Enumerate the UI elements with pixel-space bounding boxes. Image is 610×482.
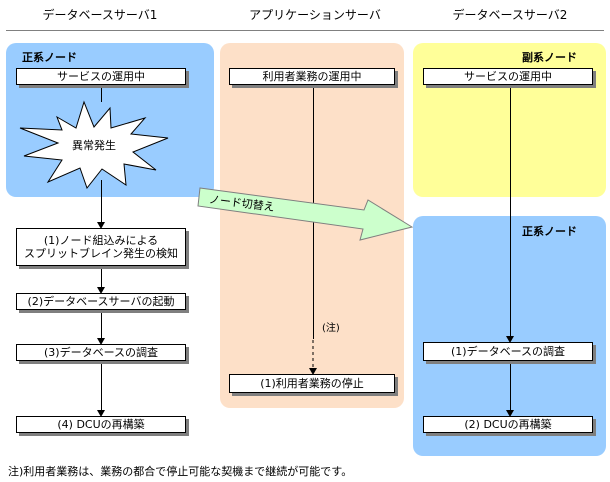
user-business-running-box: 利用者業務の運用中 bbox=[229, 68, 395, 85]
secondary-node-label: 副系ノード bbox=[522, 51, 577, 64]
split-brain-detect-box: (1)ノード組込みによる スプリットブレイン発生の検知 bbox=[16, 228, 186, 266]
arrowhead-to-investigate-2 bbox=[506, 336, 514, 343]
db-server-start-box: (2)データベースサーバの起動 bbox=[16, 293, 186, 310]
service-running-box-1: サービスの運用中 bbox=[16, 68, 186, 85]
column-header-db-server-1: データベースサーバ1 bbox=[42, 8, 158, 22]
primary-node-label-1: 正系ノード bbox=[22, 51, 77, 64]
header-divider bbox=[6, 30, 604, 31]
note-marker: (注) bbox=[322, 323, 340, 334]
connector-investigate2-to-rebuild2 bbox=[510, 361, 511, 413]
arrowhead-to-rebuild bbox=[97, 410, 105, 417]
node-switch-arrow bbox=[197, 187, 414, 241]
split-brain-detect-line2: スプリットブレイン発生の検知 bbox=[24, 247, 178, 260]
connector-detect-to-start bbox=[101, 266, 102, 290]
arrowhead-to-business-stop bbox=[309, 368, 317, 375]
connector-service-to-burst bbox=[101, 84, 102, 102]
connector-burst-to-detect bbox=[101, 180, 102, 225]
split-brain-detect-line1: (1)ノード組込みによる bbox=[43, 234, 159, 247]
connector-investigate-to-rebuild bbox=[101, 361, 102, 413]
column-header-app-server: アプリケーションサーバ bbox=[249, 8, 381, 22]
column-header-db-server-2: データベースサーバ2 bbox=[452, 8, 568, 22]
primary-node-label-2: 正系ノード bbox=[522, 225, 577, 238]
connector-start-to-investigate bbox=[101, 309, 102, 341]
arrowhead-to-detect bbox=[97, 222, 105, 229]
footer-note: 注)利用者業務は、業務の都合で停止可能な契機まで継続が可能です。 bbox=[8, 465, 353, 478]
service-running-box-2: サービスの運用中 bbox=[423, 68, 593, 85]
connector-service2-to-investigate bbox=[510, 84, 511, 339]
db-investigate-box-2: (1)データベースの調査 bbox=[423, 342, 593, 361]
anomaly-burst-shape bbox=[19, 100, 169, 190]
dcu-rebuild-box-2: (2) DCUの再構築 bbox=[423, 416, 593, 433]
arrowhead-to-investigate bbox=[97, 338, 105, 345]
anomaly-label: 異常発生 bbox=[72, 139, 116, 152]
arrowhead-to-rebuild-2 bbox=[506, 410, 514, 417]
db-investigate-box-1: (3)データベースの調査 bbox=[16, 344, 186, 361]
dcu-rebuild-box-1: (4) DCUの再構築 bbox=[16, 416, 186, 433]
user-business-stop-box: (1)利用者業務の停止 bbox=[229, 374, 395, 393]
arrowhead-to-start bbox=[97, 287, 105, 294]
